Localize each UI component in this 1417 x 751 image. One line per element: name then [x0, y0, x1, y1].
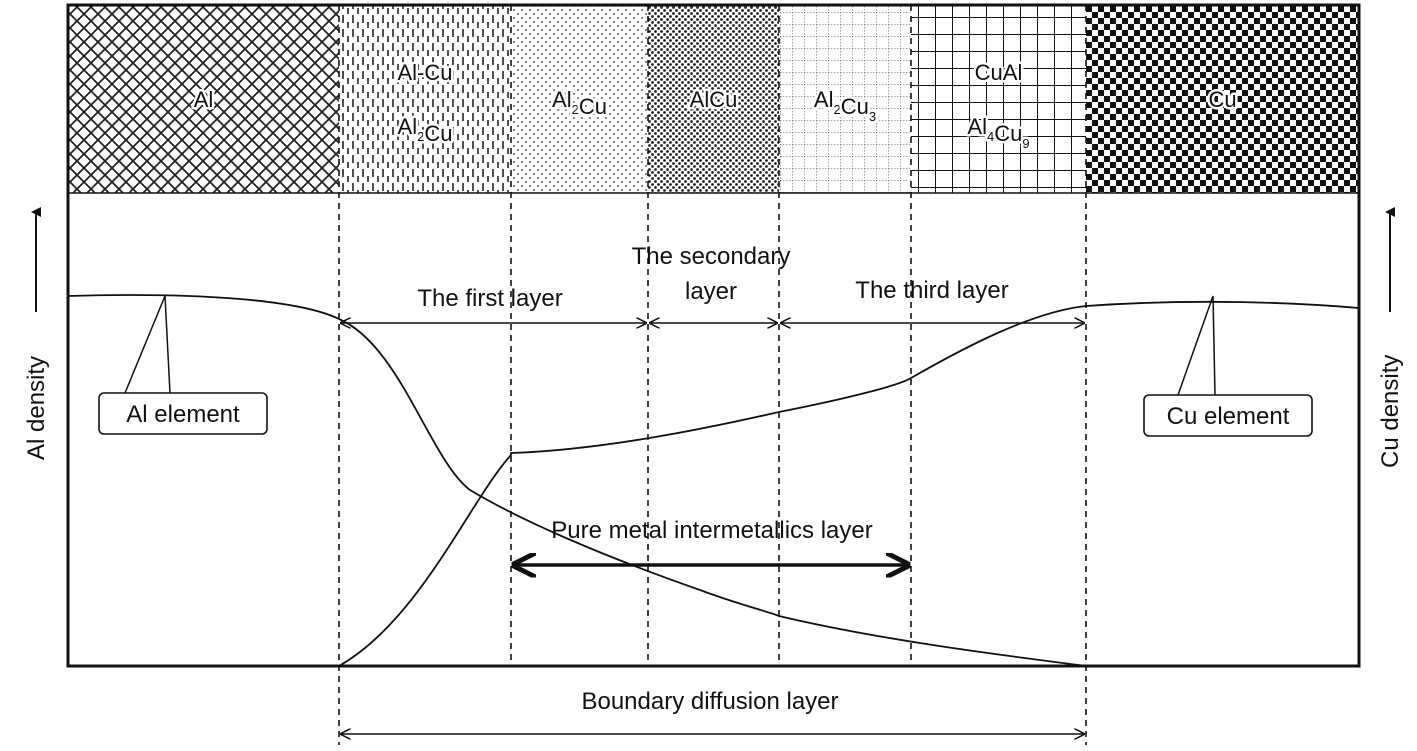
right-axis: Cu density: [1377, 207, 1404, 468]
al-element-callout: Al element: [98, 295, 268, 435]
phase-label: AlCu: [690, 87, 738, 112]
first-layer-label: The first layer: [417, 285, 562, 312]
phase-cell-alcu: AlCu: [648, 5, 779, 193]
phase-cell-al2cu3: Al2Cu3: [779, 5, 911, 193]
phase-label: Cu: [1208, 87, 1236, 112]
phase-cell-cu: Cu: [1086, 5, 1359, 193]
phase-label: Al-Cu: [397, 60, 452, 85]
phase-label: CuAl: [975, 60, 1023, 85]
third-layer-label: The third layer: [855, 277, 1008, 304]
secondary-layer-label-line2: layer: [685, 278, 737, 305]
left-axis: Al density: [23, 207, 50, 460]
cu-element-label: Cu element: [1167, 403, 1290, 430]
phase-cell-al: Al: [68, 5, 339, 193]
al-density-curve: [67, 294, 1087, 667]
al-element-box: [98, 392, 268, 435]
phase-label: Al2Cu: [552, 87, 607, 119]
diagram-frame: [66, 3, 1361, 668]
al-density-axis-label: Al density: [23, 356, 50, 460]
pure-metal-layer-label: Pure metal intermetallics layer: [551, 517, 872, 544]
phase-label: Al4Cu9: [967, 114, 1029, 151]
phase-label: Al2Cu3: [814, 87, 876, 124]
cu-element-callout: Cu element: [1143, 295, 1313, 437]
boundary-diffusion-label: Boundary diffusion layer: [581, 688, 838, 715]
phase-label: Al2Cu: [398, 114, 453, 146]
cu-density-curve: [338, 300, 1360, 667]
phase-cell-al2cu: Al2Cu: [511, 5, 648, 193]
cu-density-axis-label: Cu density: [1377, 355, 1404, 468]
al-element-label: Al element: [126, 401, 240, 428]
phase-label: Al: [194, 87, 214, 112]
layer-arrows: [341, 323, 1084, 734]
secondary-layer-label-line1: The secondary: [632, 243, 791, 270]
cu-element-box: [1143, 394, 1313, 437]
